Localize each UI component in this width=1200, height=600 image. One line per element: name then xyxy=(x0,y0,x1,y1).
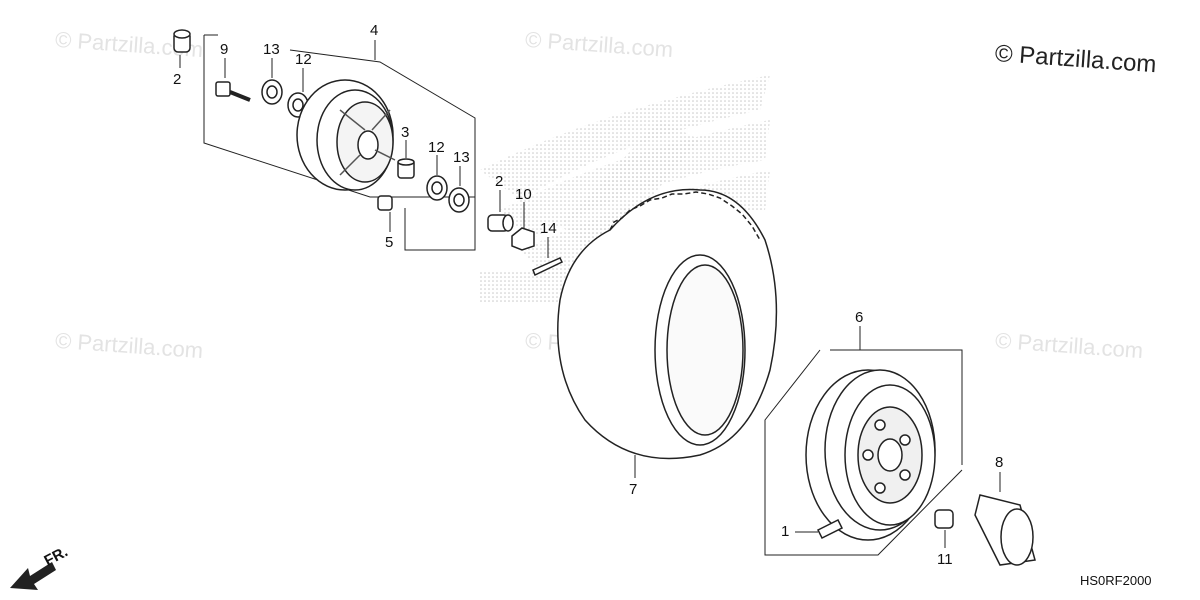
callout-9: 9 xyxy=(220,41,229,58)
valve-stem-part xyxy=(816,518,844,540)
bolt-part xyxy=(215,81,251,102)
callout-5: 5 xyxy=(385,234,394,251)
callout-3: 3 xyxy=(401,124,410,141)
wheel-nut-part xyxy=(934,509,954,529)
spacer-part xyxy=(397,158,415,179)
callout-2: 2 xyxy=(495,173,504,190)
nut-part xyxy=(377,195,393,211)
callout-4: 4 xyxy=(370,22,379,39)
castle-nut-part xyxy=(511,227,535,251)
hub-assembly-frame xyxy=(203,34,476,251)
callout-12: 12 xyxy=(295,51,312,68)
callout-13: 13 xyxy=(263,41,280,58)
callout-12: 12 xyxy=(428,139,445,156)
callout-13: 13 xyxy=(453,149,470,166)
callout-7: 7 xyxy=(629,481,638,498)
tire xyxy=(557,188,778,460)
callout-8: 8 xyxy=(995,454,1004,471)
wheel-assembly-frame xyxy=(764,349,963,556)
front-arrow-icon xyxy=(10,562,56,590)
callout-11: 11 xyxy=(937,551,953,568)
callout-1: 1 xyxy=(781,523,790,540)
wheel-rim xyxy=(805,369,936,541)
cotter-pin-part xyxy=(532,257,564,277)
diagram-code: HS0RF2000 xyxy=(1080,573,1152,588)
callout-14: 14 xyxy=(540,220,557,237)
callout-2: 2 xyxy=(173,71,182,88)
hub-cap-part xyxy=(974,494,1036,566)
hub-drum xyxy=(296,79,396,191)
leader-lines xyxy=(224,40,1001,548)
callout-10: 10 xyxy=(515,186,532,203)
callout-6: 6 xyxy=(855,309,864,326)
collar-part xyxy=(173,29,191,53)
